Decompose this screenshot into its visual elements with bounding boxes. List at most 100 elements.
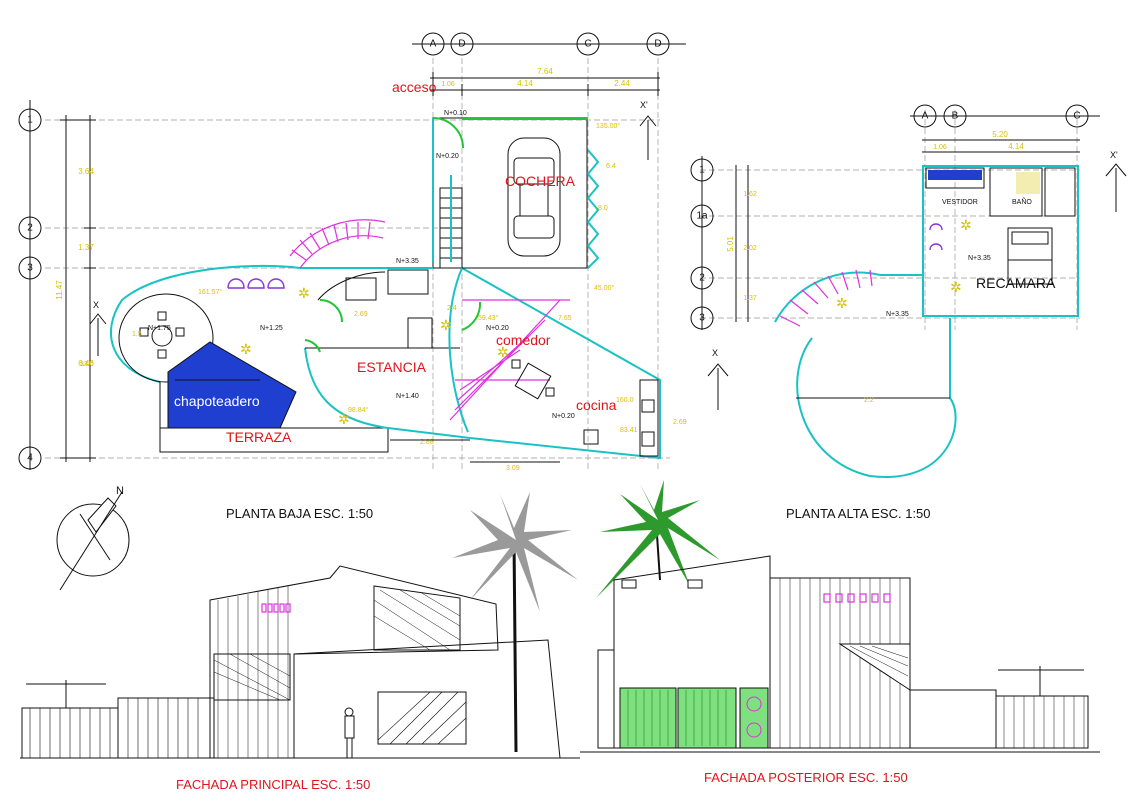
upper-floor-grid: A B C 1 1a 2 3 xyxy=(690,104,1100,330)
pool-curved-wall xyxy=(109,264,301,383)
svg-text:4: 4 xyxy=(27,453,33,464)
svg-text:X': X' xyxy=(1110,150,1118,160)
window-ribbon-magenta-rear xyxy=(823,593,891,603)
grid-bubble-col-a: A xyxy=(421,32,445,56)
title-fachada-principal: FACHADA PRINCIPAL ESC. 1:50 xyxy=(176,777,370,792)
svg-text:D: D xyxy=(458,39,465,50)
chapoteadero-pool xyxy=(167,341,297,429)
estancia-curved-wall xyxy=(304,347,389,429)
grid-bubble-upper-col-b: B xyxy=(943,104,967,128)
grid-bubble-col-c: C xyxy=(576,32,600,56)
svg-text:N+0.20: N+0.20 xyxy=(436,153,459,160)
svg-text:1.06: 1.06 xyxy=(933,144,947,151)
grid-bubble-row-3: 3 xyxy=(18,256,42,280)
svg-text:B: B xyxy=(952,111,959,122)
upper-floor-plan: VESTIDOR BAÑO N+3.35 RECAMARA ✲ ✲ ✲ xyxy=(707,150,1127,479)
svg-text:N+0.10: N+0.10 xyxy=(444,110,467,117)
clothesline-rear-icon xyxy=(998,666,1084,696)
svg-text:83.41: 83.41 xyxy=(620,427,638,434)
svg-text:C: C xyxy=(584,39,591,50)
dim-left-b: 1.37 xyxy=(78,243,94,252)
svg-text:2: 2 xyxy=(699,273,705,284)
dim-left-a: 3.64 xyxy=(78,167,94,176)
room-comedor: comedor xyxy=(496,332,551,348)
comedor-stair-lines xyxy=(449,299,570,421)
dim-top-b: 4.14 xyxy=(517,79,533,88)
svg-text:A: A xyxy=(430,39,437,50)
living-sofa-icon xyxy=(345,269,433,349)
upper-round-balcony xyxy=(796,318,957,479)
door-swing-2 xyxy=(304,339,321,353)
comedor-wall xyxy=(461,267,661,460)
dim-top-a: 1.06 xyxy=(441,81,455,88)
svg-text:✲: ✲ xyxy=(960,217,972,233)
svg-text:X': X' xyxy=(640,100,648,110)
upper-dimensions: 5.20 1.06 4.14 5.01 1.62 2.02 1.37 xyxy=(726,130,1080,322)
upper-spiral-stair-icon xyxy=(774,269,923,327)
grid-bubble-upper-row-2: 2 xyxy=(690,266,714,290)
svg-text:7.65: 7.65 xyxy=(558,315,572,322)
svg-text:98.84°: 98.84° xyxy=(348,406,369,414)
svg-text:✲: ✲ xyxy=(298,285,310,301)
spiral-stair-icon xyxy=(289,219,386,301)
room-cocina: cocina xyxy=(576,397,617,413)
svg-text:5.20: 5.20 xyxy=(992,130,1008,139)
dim-top-total: 7.64 xyxy=(537,67,553,76)
grid-bubble-row-1: 1 xyxy=(18,108,42,132)
section-marker-x-prime-1: X' xyxy=(639,100,657,160)
svg-text:1a: 1a xyxy=(696,211,708,222)
ground-dimensions: 7.64 1.06 4.14 2.44 11.47 3.64 1.37 6.46 xyxy=(55,67,660,462)
dining-table-round-icon xyxy=(139,311,185,359)
svg-text:N+1.25: N+1.25 xyxy=(260,325,283,332)
plant-icons: ✲ ✲ ✲ ✲ ✲ xyxy=(240,285,509,427)
svg-text:2.2: 2.2 xyxy=(864,397,874,404)
grid-bubble-upper-row-1a: 1a xyxy=(690,204,714,228)
grid-bubble-upper-col-a: A xyxy=(913,104,937,128)
svg-text:59.43°: 59.43° xyxy=(478,314,499,322)
planter-arches-icon xyxy=(227,278,285,289)
dim-left-total: 11.47 xyxy=(55,280,64,300)
svg-text:N: N xyxy=(116,485,124,497)
svg-text:3: 3 xyxy=(699,313,705,324)
svg-text:8.0: 8.0 xyxy=(598,205,608,212)
svg-text:2.02: 2.02 xyxy=(743,245,757,252)
svg-text:✲: ✲ xyxy=(950,279,962,295)
svg-text:✲: ✲ xyxy=(338,411,350,427)
upper-room-walls xyxy=(922,165,1079,317)
svg-text:33.0: 33.0 xyxy=(80,361,94,368)
svg-text:1: 1 xyxy=(699,165,705,176)
svg-text:N+3.35: N+3.35 xyxy=(886,311,909,318)
svg-text:2.69: 2.69 xyxy=(673,419,687,426)
svg-text:N+1.75: N+1.75 xyxy=(148,325,171,332)
garage-door-swing xyxy=(432,117,464,149)
bed-icon xyxy=(1007,227,1053,285)
ground-row-bubbles: 1 2 3 4 xyxy=(18,100,42,470)
title-planta-baja: PLANTA BAJA ESC. 1:50 xyxy=(226,506,373,521)
svg-text:X: X xyxy=(712,348,718,358)
svg-text:A: A xyxy=(922,111,929,122)
room-recamara: RECAMARA xyxy=(976,275,1056,291)
svg-text:1.37: 1.37 xyxy=(743,295,757,302)
door-swing-1 xyxy=(319,299,343,323)
bano-area xyxy=(989,167,1043,217)
car-icon xyxy=(507,137,561,257)
dim-left-c: 6.46 xyxy=(78,359,94,368)
svg-text:N+1.40: N+1.40 xyxy=(396,393,419,400)
garage-wall-zigzag xyxy=(586,149,600,269)
svg-text:N+0.20: N+0.20 xyxy=(486,325,509,332)
svg-text:5.01: 5.01 xyxy=(726,236,735,252)
svg-text:4.14: 4.14 xyxy=(1008,142,1024,151)
title-planta-alta: PLANTA ALTA ESC. 1:50 xyxy=(786,506,931,521)
svg-text:VESTIDOR: VESTIDOR xyxy=(942,199,978,206)
svg-text:D: D xyxy=(654,39,661,50)
svg-text:2.69: 2.69 xyxy=(354,311,368,318)
grid-bubble-row-2: 2 xyxy=(18,216,42,240)
svg-text:2.4: 2.4 xyxy=(447,305,457,312)
svg-text:45.00°: 45.00° xyxy=(594,284,615,292)
svg-text:1.5: 1.5 xyxy=(132,331,142,338)
grid-bubble-col-d1: D xyxy=(450,32,474,56)
window-ribbon-magenta xyxy=(261,603,291,613)
grid-bubble-col-d2: D xyxy=(646,32,670,56)
north-arrow-icon: N xyxy=(56,485,130,591)
